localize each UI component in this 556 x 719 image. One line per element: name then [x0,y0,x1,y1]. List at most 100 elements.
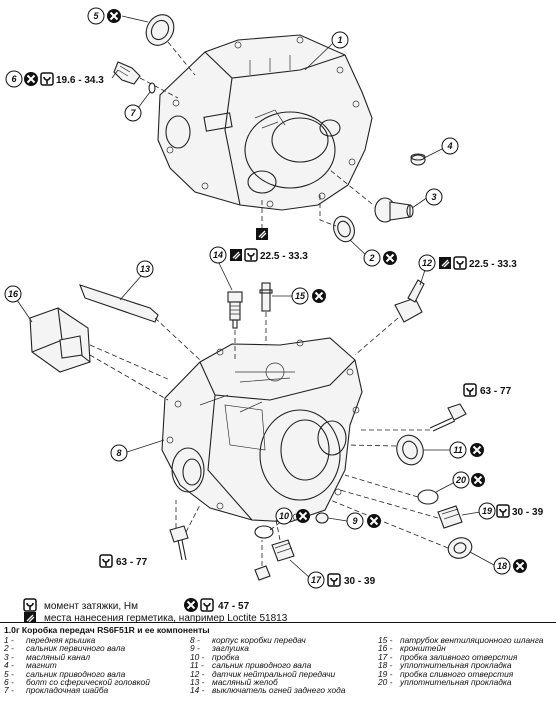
callout-14: 14 [209,246,233,291]
callout-17: 17 [289,559,325,589]
torque-value-14: 22.5 - 33.3 [260,251,308,262]
callout-16: 16 [4,285,33,323]
neutral-sensor-part [354,279,425,356]
torque-icon-12 [453,256,467,270]
legend-torque-icon-2 [200,598,214,612]
caption-item: 14 -выключатель огней заднего хода [190,685,346,696]
gasket-lower-part [329,499,473,559]
caption-column-3: 15 -патрубок вентиляционного шланга 16 -… [378,636,543,686]
callout-12: 12 [418,254,436,286]
svg-text:10: 10 [279,511,289,521]
svg-text:16: 16 [8,289,19,299]
caption-item: 18 -уплотнительная прокладка [378,660,512,671]
caption-item: 17 -пробка заливного отверстия [378,651,518,662]
caption-column-1: 1 -передняя крышка 2 -сальник первичного… [4,636,150,695]
sealant-icon-14 [229,248,243,262]
svg-text:11: 11 [453,445,462,455]
legend-torque-icon [23,598,37,612]
callout-20: 20 [435,471,470,493]
svg-text:19: 19 [482,506,492,516]
caption-item: 15 -патрубок вентиляционного шланга [378,635,544,645]
caption-item: 13 -масляный желоб [190,676,278,687]
sealant-icon-12 [438,256,452,270]
replace-icon-15 [311,288,327,304]
svg-text:3: 3 [431,192,436,202]
callout-10: 10 [275,507,293,525]
svg-text:1: 1 [337,35,342,45]
drain-gasket-part [344,474,439,505]
svg-text:18: 18 [497,561,507,571]
caption-item: 7 -прокладочная шайба [4,685,109,696]
callout-15: 15 [272,287,309,305]
svg-text:7: 7 [130,108,136,118]
input-shaft-seal-part [319,195,355,243]
svg-text:15: 15 [295,291,306,301]
caption-item: 16 -кронштейн [378,643,446,654]
callout-1: 1 [304,31,349,71]
replace-icon-6 [23,71,39,87]
svg-text:6: 6 [11,74,17,84]
sealant-icon-upper [255,227,269,241]
caption-item: 6 -болт со сферической головкой [4,676,150,687]
callout-18: 18 [469,551,511,575]
caption-title: 1.0г Коробка передач RS6F51R и ее компон… [4,625,210,635]
callout-19: 19 [461,502,496,520]
svg-text:12: 12 [422,258,432,268]
replace-icon-2 [382,250,398,266]
callout-6: 6 [5,69,119,88]
callout-3: 3 [411,188,443,209]
caption-item: 1 -передняя крышка [4,635,96,645]
case-bolt-upper-part [360,403,467,432]
ball-head-bolt-part [113,61,179,99]
figure-caption: 1.0г Коробка передач RS6F51R и ее компон… [0,622,556,719]
svg-text:13: 13 [140,264,150,274]
caption-item: 8 -корпус коробки передач [190,635,306,645]
torque-value-17: 30 - 39 [344,576,376,587]
svg-text:4: 4 [446,141,452,151]
replace-icon-20 [470,472,486,488]
svg-text:8: 8 [116,448,121,458]
svg-text:2: 2 [368,253,374,263]
blanking-plug-part [315,512,329,524]
drain-plug-part [339,489,463,529]
legend-sealant-icon [23,611,37,622]
legend-replace-icon [183,597,199,613]
caption-column-2: 8 -корпус коробки передач 9 -заглушка 10… [190,636,345,695]
callout-4: 4 [423,137,459,159]
callout-2: 2 [349,239,381,267]
caption-item: 20 -уплотнительная прокладка [378,676,512,687]
caption-item: 2 -сальник первичного вала [4,643,126,654]
replace-icon-9 [366,513,382,529]
legend-torque-value: 47 - 57 [218,601,250,612]
callout-9: 9 [327,512,364,530]
reverse-light-switch-part [227,291,243,360]
caption-item: 5 -сальник приводного вала [4,668,126,679]
replace-icon-18 [512,558,528,574]
caption-item: 9 -заглушка [190,643,249,654]
legend-torque-label: момент затяжки, Нм [44,601,138,612]
shim-washer-part [148,82,156,94]
torque-icon-17 [327,573,341,587]
drive-shaft-seal-right-part [347,434,424,466]
torque-value-bolt-upper: 63 - 77 [480,386,512,397]
drive-shaft-seal-part [145,14,196,76]
case-bolt-lower-part [169,500,201,561]
torque-icon-bolt-lower [99,554,113,568]
callout-7: 7 [124,91,151,122]
callout-13: 13 [119,260,154,301]
torque-value-19: 30 - 39 [512,507,544,518]
svg-text:17: 17 [311,575,322,585]
svg-text:20: 20 [455,475,466,485]
torque-icon-bolt-upper [463,383,477,397]
replace-icon-10 [295,508,311,524]
replace-icon-11 [469,442,485,458]
replace-icon-5 [106,8,122,24]
bracket-part [29,307,171,401]
svg-text:14: 14 [213,250,223,260]
callout-11: 11 [424,441,467,459]
svg-text:9: 9 [352,516,357,526]
legend-sealant-label: места нанесения герметика, например Loct… [44,613,288,622]
svg-text:5: 5 [93,11,99,21]
caption-item: 11 -сальник приводного вала [190,660,312,671]
callout-8: 8 [110,439,165,462]
